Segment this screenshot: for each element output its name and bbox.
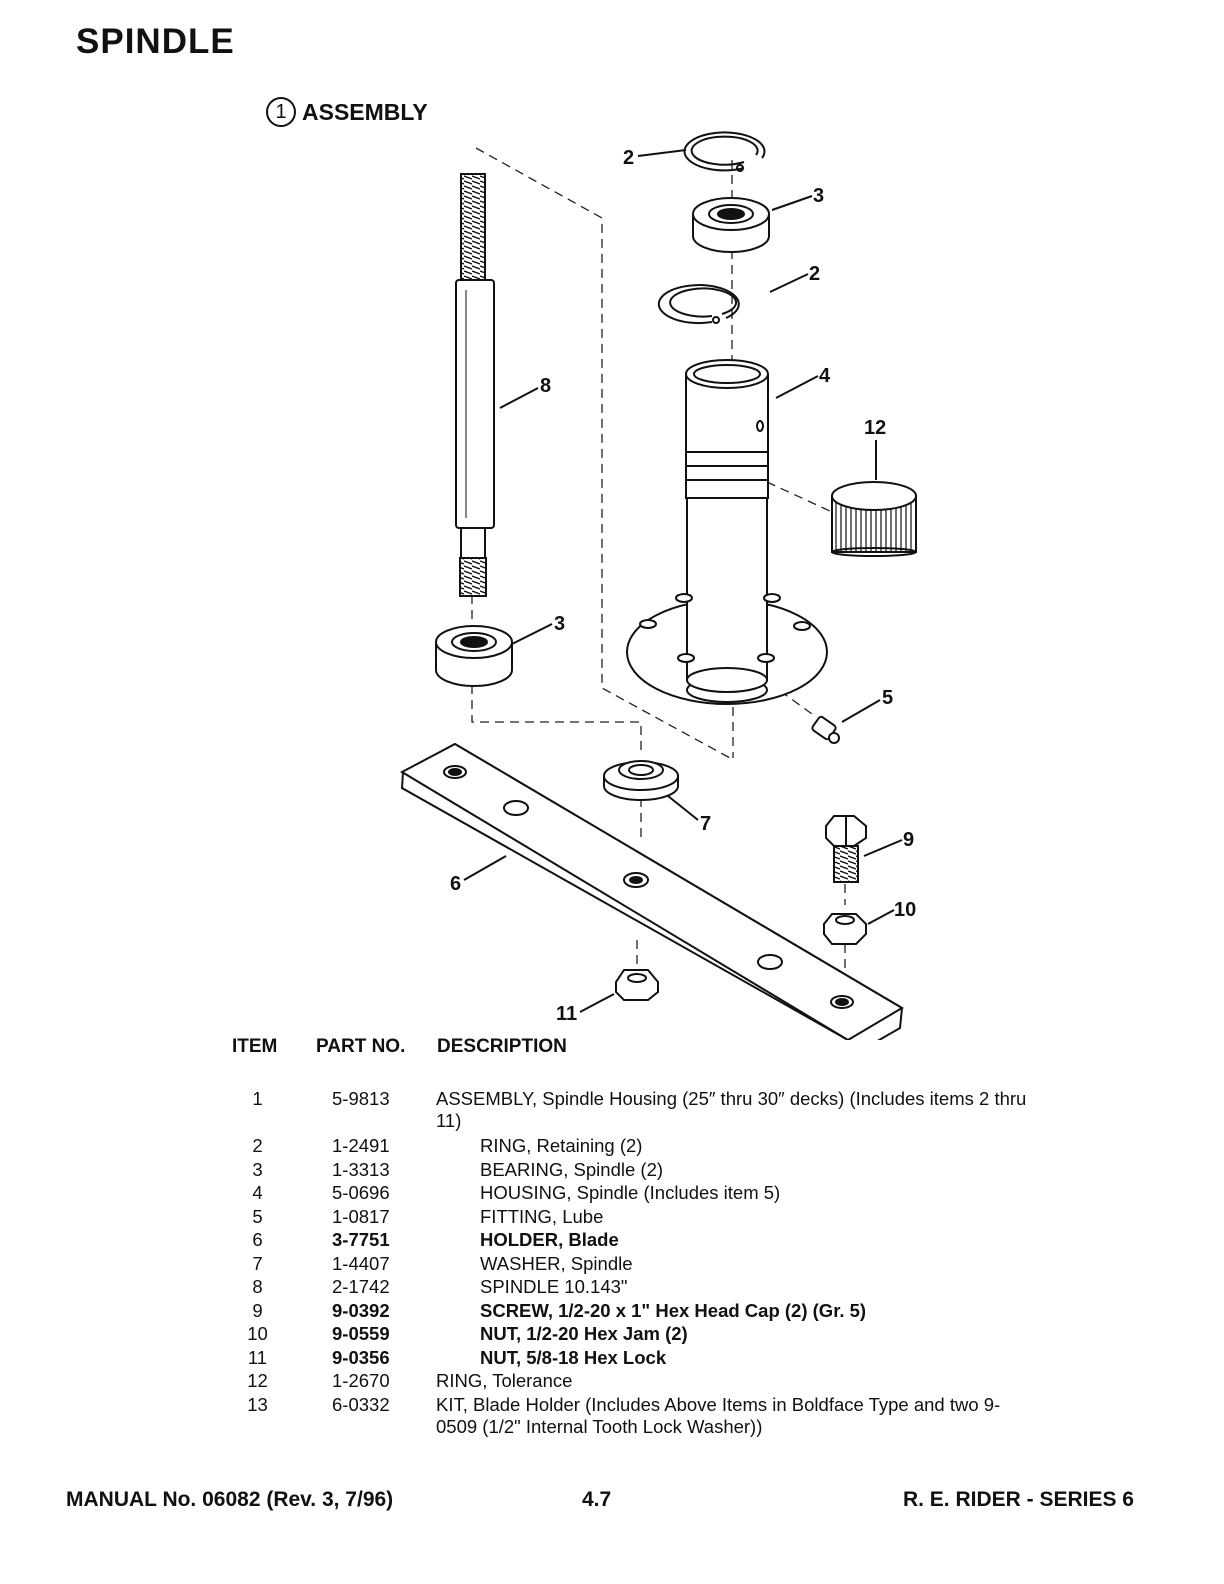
part-number: 6-0332: [332, 1393, 390, 1415]
callout-labels: 2 3 2 4 12 8 3 5 7 9 6 10 11: [450, 147, 916, 1025]
callout-label: 4: [819, 365, 831, 387]
table-row: 4 5-0696 HOUSING, Spindle (Includes item 5…: [230, 1182, 1050, 1206]
spindle-housing: [626, 359, 828, 705]
table-row: 6 3-7751 HOLDER, Blade: [230, 1229, 1050, 1253]
table-row: 8 2-1742 SPINDLE 10.143": [230, 1276, 1050, 1300]
part-description: RING, Tolerance: [436, 1370, 573, 1391]
part-description: RING, Retaining (2): [480, 1135, 643, 1156]
callout-label: 5: [882, 687, 893, 709]
item-number: 2: [252, 1135, 263, 1156]
table-row: 11 9-0356 NUT, 5/8-18 Hex Lock: [230, 1347, 1050, 1371]
part-description: ASSEMBLY, Spindle Housing (25″ thru 30″ …: [436, 1088, 1027, 1131]
column-header-description: DESCRIPTION: [437, 1036, 567, 1057]
item-number: 9: [252, 1299, 263, 1321]
item-number: 1: [252, 1088, 263, 1109]
item-number: 3: [252, 1158, 263, 1180]
part-number: 5-0696: [332, 1182, 390, 1203]
part-description: KIT, Blade Holder (Includes Above Items …: [436, 1393, 1001, 1437]
spindle-shaft: [455, 173, 495, 597]
part-number: 2-1742: [332, 1276, 390, 1297]
callout-label: 6: [450, 873, 461, 895]
upper-bearing: [692, 197, 770, 253]
item-number: 13: [247, 1393, 268, 1415]
part-number: 1-0817: [332, 1205, 390, 1227]
callout-label: 8: [540, 375, 551, 397]
callout-label: 7: [700, 813, 711, 835]
table-row: 2 1-2491 RING, Retaining (2): [230, 1135, 1050, 1159]
callout-leader-lines: [463, 149, 903, 1013]
item-number: 7: [252, 1252, 263, 1274]
blade-holder-bar: [399, 742, 904, 1040]
item-number: 5: [252, 1205, 263, 1227]
tolerance-ring: [831, 481, 917, 557]
hex-lock-nut: [615, 969, 659, 1001]
part-number: 9-0559: [332, 1323, 390, 1344]
column-header-item: ITEM: [232, 1036, 278, 1057]
table-row: 5 1-0817 FITTING, Lube: [230, 1206, 1050, 1230]
section-heading: 1 ASSEMBLY: [266, 97, 428, 127]
part-description: SPINDLE 10.143": [480, 1276, 628, 1297]
part-description: FITTING, Lube: [480, 1205, 604, 1227]
callout-label: 10: [894, 899, 916, 921]
spindle-washer: [603, 760, 679, 801]
part-number: 5-9813: [332, 1088, 390, 1109]
part-description: WASHER, Spindle: [480, 1252, 633, 1274]
lower-bearing: [435, 625, 513, 687]
section-number-badge: 1: [266, 97, 296, 127]
table-row: 7 1-4407 WASHER, Spindle: [230, 1253, 1050, 1277]
callout-label: 12: [864, 417, 886, 439]
footer-manual-number: MANUAL No. 06082 (Rev. 3, 7/96): [66, 1488, 394, 1511]
table-row: 10 9-0559 NUT, 1/2-20 Hex Jam (2): [230, 1323, 1050, 1347]
item-number: 6: [252, 1229, 263, 1250]
table-row: 9 9-0392 SCREW, 1/2-20 x 1" Hex Head Cap (…: [230, 1300, 1050, 1324]
part-number: 3-7751: [332, 1229, 390, 1250]
item-number: 11: [247, 1346, 268, 1368]
part-number: 1-2491: [332, 1135, 390, 1156]
part-description: HOLDER, Blade: [480, 1229, 619, 1250]
column-header-part-no: PART NO.: [316, 1036, 406, 1057]
callout-label: 11: [556, 1003, 577, 1025]
part-number: 9-0392: [332, 1299, 390, 1321]
callout-label: 2: [809, 263, 820, 285]
part-description: SCREW, 1/2-20 x 1" Hex Head Cap (2) (Gr.…: [480, 1299, 867, 1321]
part-number: 9-0356: [332, 1346, 390, 1368]
hex-head-screw: [825, 815, 867, 883]
part-number: 1-3313: [332, 1158, 390, 1180]
footer-page-number: 4.7: [582, 1488, 612, 1511]
part-description: HOUSING, Spindle (Includes item 5): [480, 1182, 781, 1203]
item-number: 10: [247, 1323, 268, 1344]
lower-retaining-ring: [657, 284, 740, 325]
table-row: 13 6-0332 KIT, Blade Holder (Includes Abov…: [230, 1394, 1050, 1441]
callout-label: 2: [623, 147, 634, 169]
part-description: NUT, 1/2-20 Hex Jam (2): [480, 1323, 688, 1344]
exploded-parts-diagram: 2 3 2 4 12 8 3 5 7 9 6 10 11: [399, 131, 917, 1040]
part-description: NUT, 5/8-18 Hex Lock: [480, 1346, 667, 1368]
lube-fitting: [811, 715, 840, 744]
table-row: 12 1-2670 RING, Tolerance: [230, 1370, 1050, 1394]
page-title: SPINDLE: [76, 22, 235, 61]
part-number: 1-2670: [332, 1370, 390, 1391]
footer-series: R. E. RIDER - SERIES 6: [902, 1488, 1134, 1511]
part-description: BEARING, Spindle (2): [480, 1158, 664, 1180]
callout-label: 3: [813, 185, 824, 207]
part-number: 1-4407: [332, 1252, 390, 1274]
section-title: ASSEMBLY: [302, 98, 428, 125]
item-number: 8: [252, 1276, 263, 1297]
callout-label: 9: [903, 829, 914, 851]
item-number: 4: [252, 1182, 263, 1203]
upper-retaining-ring: [683, 131, 766, 172]
parts-list: 1 5-9813 ASSEMBLY, Spindle Housing (25″ th…: [230, 1088, 1050, 1441]
table-row: 1 5-9813 ASSEMBLY, Spindle Housing (25″ th…: [230, 1088, 1050, 1135]
callout-label: 3: [554, 613, 565, 635]
table-row: 3 1-3313 BEARING, Spindle (2): [230, 1159, 1050, 1183]
item-number: 12: [247, 1370, 268, 1391]
hex-jam-nut: [823, 913, 867, 945]
